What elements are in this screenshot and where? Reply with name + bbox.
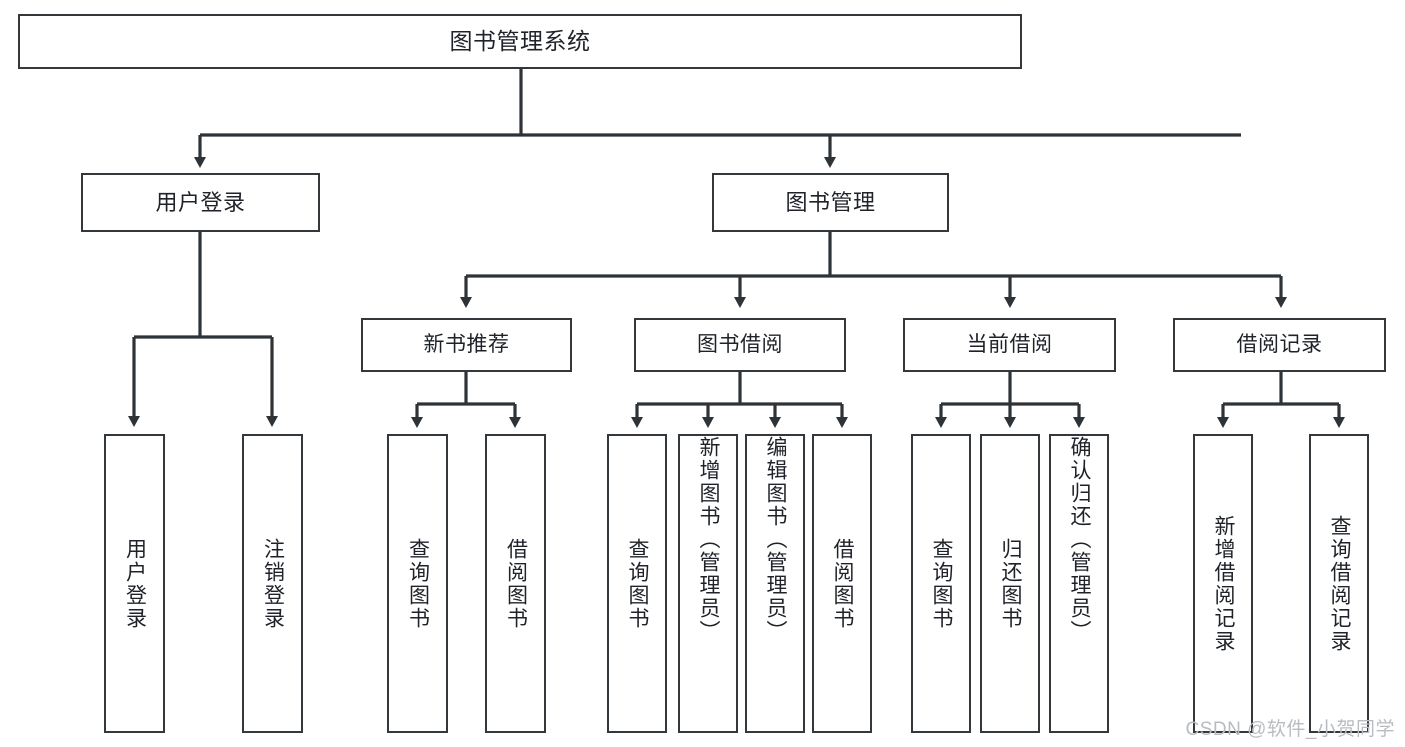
node-leaf-add-record[interactable]: 新增借阅记录 (1193, 434, 1253, 733)
node-current-borrow-label: 当前借阅 (966, 332, 1053, 356)
node-leaf-borrow-book-2[interactable]: 借阅图书 (812, 434, 872, 733)
node-leaf-add-book[interactable]: 新增图书（管理员） (678, 434, 738, 733)
node-leaf-confirm-return[interactable]: 确认归还（管理员） (1049, 434, 1109, 733)
node-leaf-query-book-1-label: 查询图书 (406, 537, 430, 630)
node-new-book-recommend-label: 新书推荐 (423, 332, 510, 356)
node-leaf-add-book-label: 新增图书（管理员） (696, 436, 720, 643)
node-leaf-query-record[interactable]: 查询借阅记录 (1309, 434, 1369, 733)
node-user-login-label: 用户登录 (155, 189, 246, 215)
node-user-login[interactable]: 用户登录 (81, 173, 320, 232)
node-borrow-record[interactable]: 借阅记录 (1173, 318, 1386, 372)
node-borrow-record-label: 借阅记录 (1236, 332, 1323, 356)
node-leaf-user-login-label: 用户登录 (123, 537, 147, 630)
node-book-borrow[interactable]: 图书借阅 (634, 318, 846, 372)
node-leaf-logout-login-label: 注销登录 (261, 537, 285, 630)
node-leaf-return-book[interactable]: 归还图书 (980, 434, 1040, 733)
node-leaf-borrow-book-2-label: 借阅图书 (830, 537, 854, 630)
node-leaf-confirm-return-label: 确认归还（管理员） (1067, 436, 1091, 643)
node-leaf-query-book-1[interactable]: 查询图书 (387, 434, 448, 733)
node-leaf-query-book-3-label: 查询图书 (929, 537, 953, 630)
node-leaf-query-book-2-label: 查询图书 (625, 537, 649, 630)
node-root[interactable]: 图书管理系统 (18, 14, 1022, 69)
node-new-book-recommend[interactable]: 新书推荐 (361, 318, 572, 372)
node-leaf-borrow-book-1[interactable]: 借阅图书 (485, 434, 546, 733)
node-leaf-add-record-label: 新增借阅记录 (1211, 514, 1235, 653)
node-leaf-edit-book[interactable]: 编辑图书（管理员） (745, 434, 805, 733)
node-leaf-user-login[interactable]: 用户登录 (104, 434, 165, 733)
node-leaf-return-book-label: 归还图书 (998, 537, 1022, 630)
node-leaf-query-book-3[interactable]: 查询图书 (911, 434, 971, 733)
node-leaf-borrow-book-1-label: 借阅图书 (504, 537, 528, 630)
node-leaf-query-book-2[interactable]: 查询图书 (607, 434, 667, 733)
node-book-borrow-label: 图书借阅 (697, 332, 783, 356)
node-leaf-logout-login[interactable]: 注销登录 (242, 434, 303, 733)
node-leaf-query-record-label: 查询借阅记录 (1327, 514, 1351, 653)
node-book-manage-label: 图书管理 (785, 189, 876, 215)
watermark-text: CSDN @软件_小贺同学 (1185, 719, 1395, 740)
node-current-borrow[interactable]: 当前借阅 (903, 318, 1116, 372)
node-book-manage[interactable]: 图书管理 (712, 173, 949, 232)
node-leaf-edit-book-label: 编辑图书（管理员） (763, 436, 787, 643)
node-root-label: 图书管理系统 (449, 27, 591, 54)
